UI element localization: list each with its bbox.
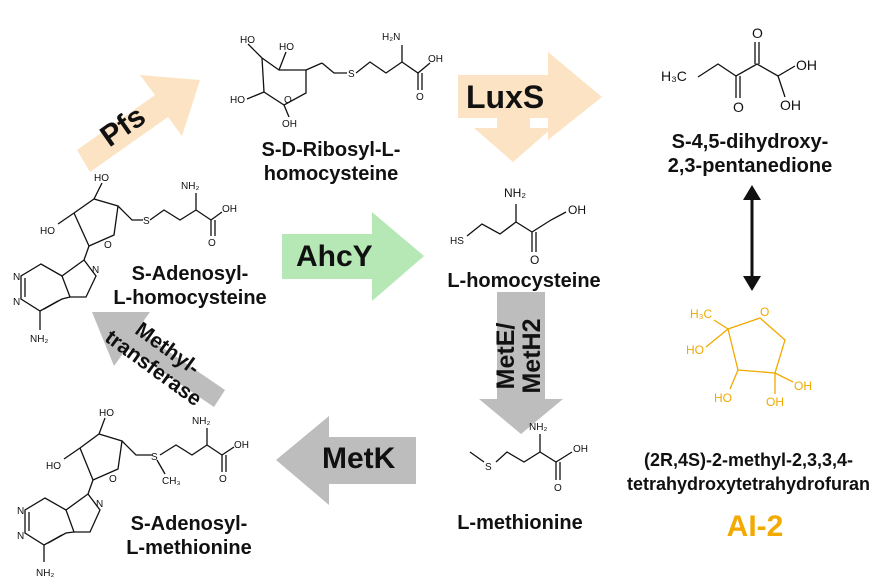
atom-label: N	[13, 297, 20, 308]
atom-label: N	[92, 265, 99, 276]
compound-srh-name: S-D-Ribosyl-L-homocysteine	[261, 139, 401, 185]
atom-label: H₃C	[690, 307, 713, 321]
methyltransferase-arrow	[92, 312, 225, 407]
luxs-down-arrow	[474, 118, 552, 162]
atom-label: HO	[40, 226, 55, 237]
ai2-structure	[705, 317, 794, 394]
enzyme-ahcy: AhcY	[296, 240, 373, 273]
atom-label: NH₂	[529, 422, 547, 433]
atom-label: N	[17, 506, 24, 517]
pfs-arrow	[77, 75, 200, 172]
atom-label: CH₃	[162, 476, 181, 487]
atom-label: O	[733, 99, 744, 115]
atom-label: O	[530, 253, 539, 267]
atom-label: HO	[46, 461, 61, 472]
atom-label: HO	[94, 173, 109, 184]
srh-structure	[246, 43, 431, 118]
atom-label: NH₂	[30, 334, 48, 345]
atom-label: HO	[240, 35, 255, 46]
atom-label: OH	[222, 204, 237, 215]
atom-label: OH	[766, 395, 784, 409]
atom-label: NH₂	[192, 416, 210, 427]
dpd-structure	[697, 42, 796, 98]
atom-label: HO	[686, 343, 704, 357]
compound-ai2-name: (2R,4S)-2-methyl-2,3,3,4-tetrahydroxytet…	[626, 450, 871, 494]
luxs-arrow	[458, 52, 602, 140]
sah-structure	[20, 182, 223, 330]
ai2-label: AI-2	[726, 510, 784, 543]
atom-label: OH	[794, 379, 812, 393]
atom-label: O	[554, 483, 562, 494]
atom-label: S	[143, 216, 150, 227]
atom-label: O	[752, 25, 763, 41]
atom-label: OH	[573, 444, 588, 455]
enzyme-luxs: LuxS	[466, 79, 545, 115]
atom-label: OH	[780, 97, 801, 113]
atom-label: O	[109, 474, 117, 485]
atom-label: NH₂	[36, 568, 54, 579]
atom-label: H₃C	[661, 68, 687, 84]
atom-label: N	[96, 499, 103, 510]
compound-sah-name: S-Adenosyl-L-homocysteine	[113, 263, 267, 309]
enzyme-mete-meth2: MetE/ MetH2	[492, 318, 546, 394]
atom-label: OH	[796, 57, 817, 73]
sam-structure	[24, 417, 235, 562]
atom-label: N	[17, 531, 24, 542]
atom-label: NH₂	[181, 181, 199, 192]
atom-label: S	[151, 452, 158, 463]
hcy-structure	[466, 204, 567, 252]
atom-label: O	[219, 474, 227, 485]
equilibrium-double-arrow	[743, 185, 761, 291]
atom-label: O	[104, 240, 112, 251]
enzyme-metk: MetK	[322, 442, 396, 475]
compound-hcy-name: L-homocysteine	[447, 270, 601, 292]
mete-meth2-arrow	[479, 292, 563, 434]
met-structure	[469, 434, 573, 480]
compound-met-name: L-methionine	[457, 512, 583, 534]
atom-label: O	[208, 238, 216, 249]
atom-label: OH	[234, 440, 249, 451]
atom-label: NH₂	[504, 186, 526, 200]
atom-label: HS	[450, 236, 464, 247]
compound-dpd-name: S-4,5-dihydroxy-2,3-pentanedione	[667, 131, 833, 177]
atom-label: S	[348, 69, 355, 80]
ahcy-arrow	[282, 212, 424, 301]
atom-label: OH	[282, 119, 297, 130]
compound-sam-name: S-Adenosyl-L-methionine	[126, 513, 252, 559]
atom-label: OH	[568, 203, 586, 217]
atom-label: H₂N	[382, 32, 400, 43]
atom-label: HO	[714, 391, 732, 405]
atom-label: S	[485, 462, 492, 473]
atom-label: HO	[230, 95, 245, 106]
atom-label: HO	[99, 408, 114, 419]
metk-arrow	[276, 416, 416, 505]
atom-label: O	[284, 95, 292, 106]
atom-label: O	[416, 92, 424, 103]
atom-label: O	[760, 305, 769, 319]
atom-label: N	[13, 272, 20, 283]
atom-label: OH	[428, 54, 443, 65]
atom-label: HO	[279, 42, 294, 53]
